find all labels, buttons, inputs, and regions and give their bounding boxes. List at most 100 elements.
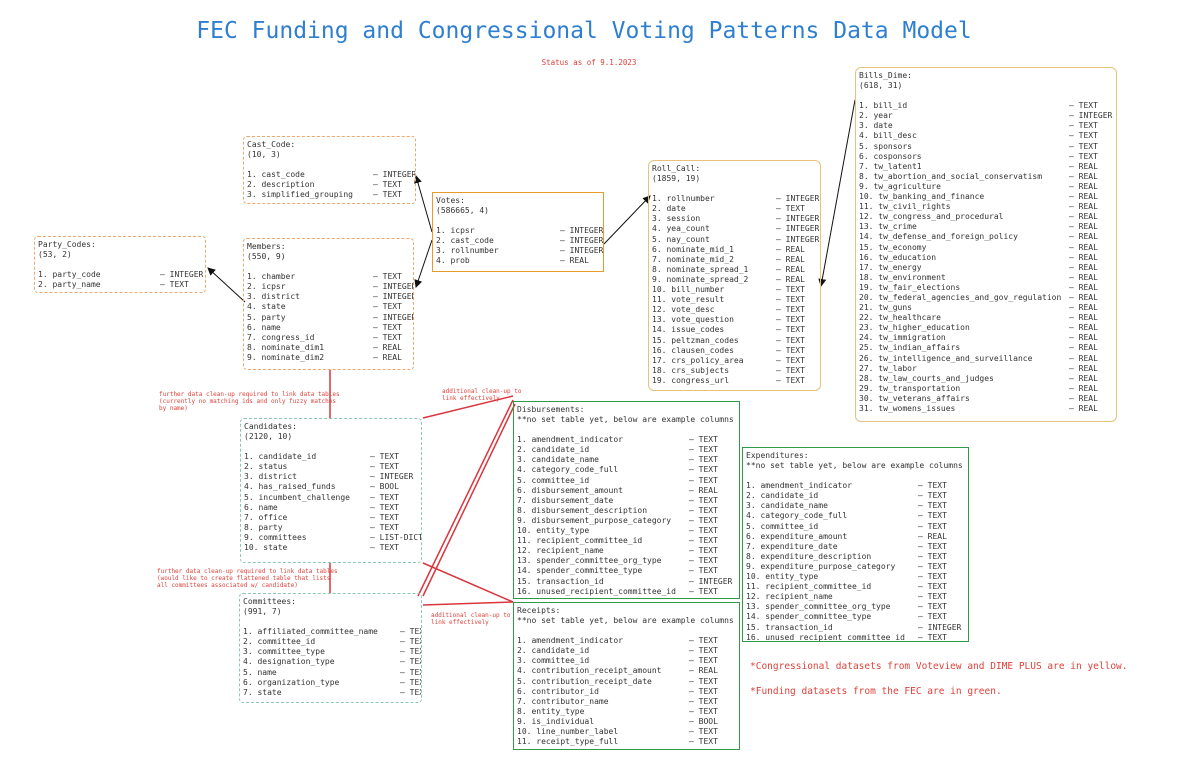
column-name: 30. tw_veterans_affairs <box>859 393 970 403</box>
column-name: 20. tw_federal_agencies_and_gov_regulati… <box>859 292 1062 302</box>
column-row: 11. recipient_committee_id– TEXT <box>517 536 736 546</box>
column-row: 7. expenditure_date– TEXT <box>746 542 965 552</box>
column-row: 5. name– TEXT <box>243 668 421 678</box>
column-type: – REAL <box>1069 343 1098 353</box>
column-row: 2. candidate_id– TEXT <box>517 445 736 455</box>
column-row: 2. description– TEXT <box>247 180 412 190</box>
column-row: 9. nominate_dim2– REAL <box>247 353 410 363</box>
table-dimensions: (618, 31) <box>859 81 903 91</box>
column-row: 3. candidate_name– TEXT <box>746 501 965 511</box>
annotation-disbursements-link: additional clean-up to link effectively <box>442 388 522 403</box>
column-name: 7. disbursement_date <box>517 495 614 505</box>
column-type: – TEXT <box>373 302 402 312</box>
column-row: 16. clausen_codes– TEXT <box>652 346 817 356</box>
column-row: 11. receipt_type_full– TEXT <box>517 737 736 747</box>
column-name: 5. committee_id <box>746 521 819 531</box>
column-name: 1. party_code <box>38 270 101 280</box>
column-type: – TEXT <box>689 455 718 465</box>
column-type: – INTEGER <box>776 214 820 224</box>
column-row: 12. vote_desc– TEXT <box>652 305 817 315</box>
column-type: – TEXT <box>918 602 947 612</box>
column-name: 2. party_name <box>38 280 101 290</box>
column-type: – TEXT <box>370 492 399 502</box>
column-row: 2. party_name– TEXT <box>38 280 202 290</box>
column-name: 16. unused_recipient_committee_id <box>517 586 676 596</box>
column-name: 24. tw_immigration <box>859 333 946 343</box>
column-type: – TEXT <box>689 445 718 455</box>
column-name: 6. expenditure_amount <box>746 531 848 541</box>
column-type: – INTEGER <box>373 282 414 292</box>
column-type: – INTEGER <box>373 170 416 180</box>
column-type: – TEXT <box>400 647 421 657</box>
column-name: 9. committees <box>244 532 307 542</box>
column-type: – REAL <box>918 531 947 541</box>
column-row: 15. transaction_id – INTEGER <box>517 577 736 587</box>
column-row: 8. party– TEXT <box>244 523 418 533</box>
column-type: – TEXT <box>776 305 805 315</box>
column-row: 10. entity_type– TEXT <box>746 572 965 582</box>
column-name: 1. chamber <box>247 272 296 282</box>
column-name: 4. state <box>247 302 286 312</box>
column-row: 2. status– TEXT <box>244 462 418 472</box>
column-row: 22. tw_healthcare– REAL <box>859 313 1113 323</box>
arrow-votes-members <box>414 239 433 288</box>
column-type: – TEXT <box>689 536 718 546</box>
column-type: – REAL <box>1069 333 1098 343</box>
column-row: 1. amendment_indicator– TEXT <box>517 636 736 646</box>
column-row: 6. contributor_id– TEXT <box>517 687 736 697</box>
column-type: – REAL <box>1069 192 1098 202</box>
column-type: – REAL <box>689 485 718 495</box>
column-type: – REAL <box>373 342 402 352</box>
column-row: 5. nay_count– INTEGER <box>652 235 819 245</box>
column-row: 2. date– TEXT <box>652 204 817 214</box>
column-type: – TEXT <box>918 551 947 561</box>
column-row: 8. disbursement_description– TEXT <box>517 506 736 516</box>
column-name: 26. tw_intelligence_and_surveillance <box>859 353 1033 363</box>
column-name: 7. contributor_name <box>517 696 609 706</box>
column-type: – TEXT <box>918 572 947 582</box>
column-type: – TEXT <box>373 272 402 282</box>
link-candidates-disbursements <box>422 395 514 419</box>
column-type: – TEXT <box>918 561 947 571</box>
column-name: 6. name <box>247 322 281 332</box>
link-committees-disbursements-a <box>417 399 514 597</box>
column-name: 13. spender_committee_org_type <box>746 602 891 612</box>
column-row: 5. committee_id– TEXT <box>517 476 736 486</box>
column-type: – TEXT <box>689 586 718 596</box>
arrow-members-party <box>207 267 246 303</box>
column-row: 1. chamber – TEXT <box>247 272 410 282</box>
column-type: – TEXT <box>370 543 399 553</box>
column-row: 10. state– TEXT <box>244 543 418 553</box>
column-row: 8. tw_abortion_and_social_conservatism– … <box>859 172 1113 182</box>
column-name: 15. transaction_id <box>517 576 604 586</box>
column-name: 4. contribution_receipt_amount <box>517 666 662 676</box>
column-name: 9. nominate_dim2 <box>247 352 325 362</box>
column-name: 3. district <box>244 472 297 482</box>
column-row: 3. rollnumber– INTEGER <box>436 246 603 256</box>
column-name: 9. disbursement_purpose_category <box>517 515 672 525</box>
column-name: 6. cosponsors <box>859 151 922 161</box>
column-name: 10. tw_banking_and_finance <box>859 192 985 202</box>
column-name: 2. date <box>652 204 686 214</box>
table-dimensions: **no set table yet, below are example co… <box>746 461 963 471</box>
column-type: – TEXT <box>776 355 805 365</box>
column-name: 19. tw_fair_elections <box>859 282 961 292</box>
column-row: 12. tw_congress_and_procedural– REAL <box>859 212 1113 222</box>
column-type: – REAL <box>1069 404 1098 413</box>
arrow-rollcall-bills <box>818 99 856 287</box>
column-name: 1. icpsr <box>436 226 475 236</box>
column-name: 7. state <box>243 687 282 697</box>
table-expenditures: Expenditures:**no set table yet, below a… <box>742 447 969 642</box>
column-name: 8. disbursement_description <box>517 505 648 515</box>
column-row: 4. state – TEXT <box>247 302 410 312</box>
column-name: 2. candidate_id <box>517 646 590 656</box>
column-type: – TEXT <box>918 501 947 511</box>
column-name: 14. tw_defense_and_foreign_policy <box>859 232 1018 242</box>
column-row: 2. cast_code– INTEGER <box>436 236 603 246</box>
column-type: – INTEGER <box>689 576 733 586</box>
column-name: 17. crs_policy_area <box>652 355 744 365</box>
column-row: 19. tw_fair_elections– REAL <box>859 283 1113 293</box>
column-name: 22. tw_healthcare <box>859 313 941 323</box>
column-row: 12. recipient_name– TEXT <box>746 592 965 602</box>
